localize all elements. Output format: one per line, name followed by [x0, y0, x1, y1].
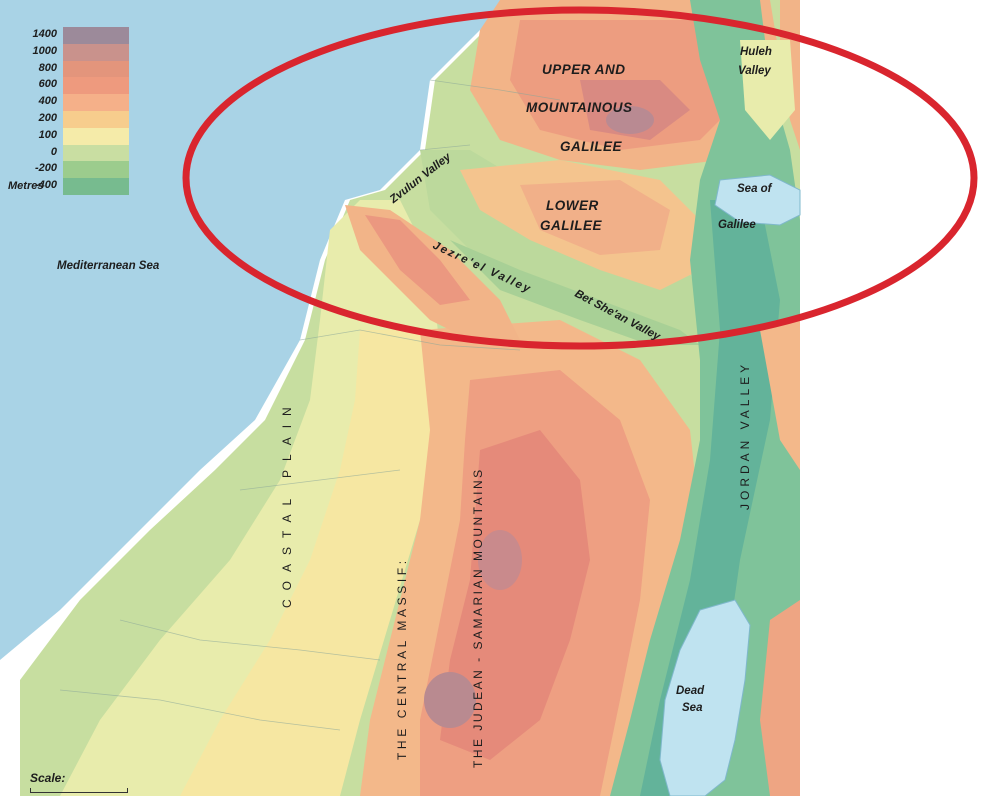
sea-of-galilee	[714, 174, 801, 226]
legend-unit-label: Metres	[8, 180, 44, 192]
legend-row: 600	[9, 77, 129, 95]
legend-swatch	[63, 127, 129, 145]
legend-value: -400	[34, 179, 57, 192]
legend-swatch	[63, 144, 129, 162]
label-huleh-1: Huleh	[740, 46, 772, 58]
legend-row: -400	[9, 178, 129, 195]
legend-swatch	[63, 110, 129, 128]
label-judean-samarian-mountains: THE JUDEAN - SAMARIAN MOUNTAINS	[471, 467, 485, 768]
legend-row: 800	[9, 60, 129, 78]
legend-swatch	[63, 27, 129, 44]
legend-value: 200	[38, 111, 57, 124]
central-massif-peak	[440, 430, 590, 760]
legend-swatch	[63, 178, 129, 195]
label-central-massif: THE CENTRAL MASSIF:	[395, 557, 409, 760]
galilee-highlight-ring	[182, 6, 978, 350]
legend-value: 1400	[32, 28, 57, 40]
label-jordan-valley: JORDAN VALLEY	[738, 360, 752, 510]
legend-row: 400	[9, 94, 129, 111]
legend-value: 800	[38, 61, 57, 74]
coastal-yellow	[180, 330, 440, 796]
map-scale: Scale:	[30, 771, 128, 793]
label-lower-galilee-1: LOWER	[546, 198, 599, 213]
legend-swatch	[63, 94, 129, 111]
label-lower-galilee-2: GALILEE	[540, 218, 603, 233]
dead-sea	[659, 599, 751, 796]
label-upper-galilee-1: UPPER AND	[542, 62, 626, 77]
legend-value: 400	[38, 95, 57, 108]
legend-row: 100	[9, 127, 129, 145]
huleh-valley	[740, 40, 795, 140]
label-sea-of-galilee-1: Sea of	[737, 183, 772, 195]
label-mediterranean-sea: Mediterranean Sea	[57, 260, 160, 272]
label-dead-sea-1: Dead	[676, 685, 705, 697]
legend-value: 600	[38, 78, 57, 91]
legend-swatch	[63, 161, 129, 179]
label-upper-galilee-2: MOUNTAINOUS	[526, 100, 633, 115]
legend-value: 1000	[32, 44, 57, 57]
legend-value: 0	[50, 145, 57, 158]
label-upper-galilee-3: GALILEE	[560, 139, 623, 154]
legend-row: 1000	[9, 43, 129, 61]
legend-swatch	[63, 43, 129, 61]
legend-row: 200	[9, 110, 129, 128]
legend-row: -200	[9, 161, 129, 179]
legend-row: 0	[9, 144, 129, 162]
legend-row: 1400	[9, 27, 129, 44]
legend-swatch	[63, 60, 129, 78]
label-huleh-2: Valley	[738, 65, 771, 77]
mediterranean-water	[0, 0, 520, 660]
legend-value: 100	[38, 128, 57, 141]
label-coastal-plain: COASTAL PLAIN	[280, 398, 294, 608]
legend-swatch	[63, 77, 129, 95]
scale-bar	[30, 788, 128, 793]
scale-label: Scale:	[30, 771, 66, 785]
legend-value: -200	[34, 162, 57, 175]
label-dead-sea-2: Sea	[682, 702, 703, 714]
label-sea-of-galilee-2: Galilee	[718, 219, 756, 231]
